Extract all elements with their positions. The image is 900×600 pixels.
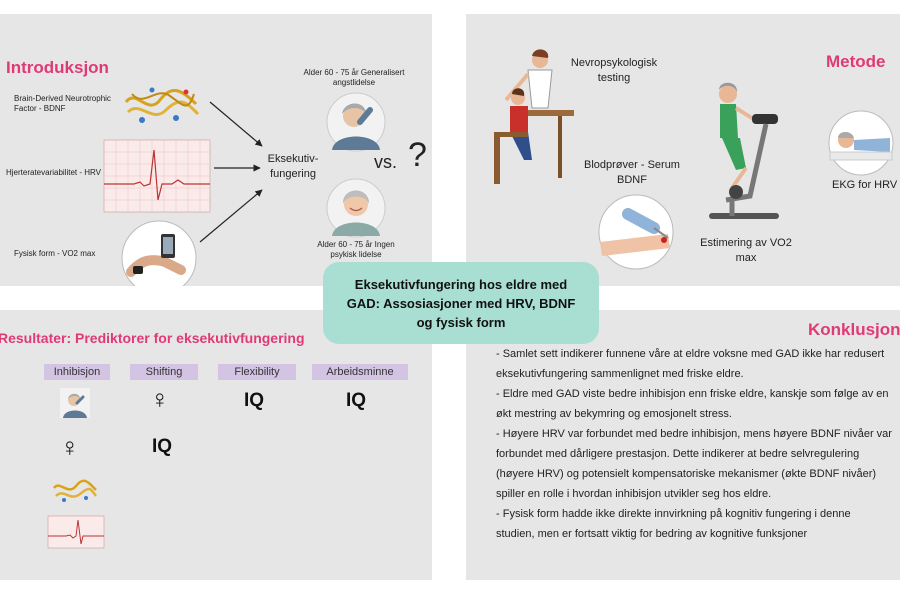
ekg-patient-icon	[828, 110, 894, 176]
working-memory-iq-text: IQ	[346, 390, 367, 411]
shifting-female-icon: ♀	[150, 384, 170, 414]
column-flexibility: Flexibility	[218, 364, 296, 380]
gad-group-label: Alder 60 - 75 år Generalisert angstlidel…	[303, 68, 405, 87]
vo2-estimate-label: Estimering av VO2 max	[700, 237, 792, 264]
introduction-panel: Introduksjon Brain-Derived Neurotrophic …	[0, 14, 432, 286]
conclusion-text: - Samlet sett indikerer funnene våre at …	[496, 344, 892, 544]
conclusion-panel: Konklusjon - Samlet sett indikerer funne…	[466, 310, 900, 580]
exec-function-label: Eksekutiv- fungering	[267, 153, 319, 180]
question-mark: ?	[408, 136, 427, 174]
column-working-memory: Arbeidsminne	[312, 364, 408, 380]
conclusion-title: Konklusjon	[808, 320, 900, 339]
female-icon: ♀	[60, 432, 80, 462]
column-shifting: Shifting	[130, 364, 198, 380]
bdnf-protein-icon	[124, 87, 200, 123]
results-title: Resultater: Prediktorer for eksekutivfun…	[0, 330, 305, 346]
flexibility-iq-text: IQ	[244, 390, 265, 411]
healthy-person-icon	[326, 178, 386, 238]
conclusion-bullet: - Samlet sett indikerer funnene våre at …	[496, 348, 885, 380]
neuropsych-testing-icon	[494, 49, 574, 184]
center-title: Eksekutivfungering hos eldre med GAD: As…	[346, 277, 576, 330]
column-inhibition: Inhibisjon	[44, 364, 110, 380]
exercise-bike-icon	[709, 82, 779, 219]
worried-person-icon	[326, 92, 386, 152]
conclusion-bullet: - Fysisk form hadde ikke direkte innvirk…	[496, 508, 851, 540]
intro-title: Introduksjon	[6, 58, 109, 77]
results-panel: Resultater: Prediktorer for eksekutivfun…	[0, 310, 432, 580]
worried-person-small-icon	[60, 388, 90, 418]
ekg-label: EKG for HRV	[832, 179, 898, 191]
ecg-small-icon	[47, 515, 105, 549]
conclusion-bullet: - Eldre med GAD viste bedre inhibisjon e…	[496, 388, 889, 420]
method-title: Metode	[826, 52, 886, 71]
center-title-box: Eksekutivfungering hos eldre med GAD: As…	[323, 262, 599, 344]
ecg-chart-icon	[103, 139, 211, 213]
hrv-label: Hjerteratevariabilitet - HRV	[6, 168, 101, 177]
shifting-iq-text: IQ	[152, 436, 173, 457]
blood-sample-label: Blodprøver - Serum BDNF	[584, 159, 680, 186]
neuro-testing-label: Nevropsykologisk testing	[570, 57, 658, 84]
method-panel: Metode Nevropsykologisk testing Blodprøv…	[466, 14, 900, 286]
fitness-watch-icon	[121, 220, 197, 286]
blood-sample-icon	[598, 194, 674, 270]
fitness-label: Fysisk form - VO2 max	[14, 249, 96, 258]
bdnf-label: Brain-Derived Neurotrophic Factor - BDNF	[14, 94, 111, 113]
conclusion-bullet: - Høyere HRV var forbundet med bedre inh…	[496, 428, 892, 500]
vs-text: vs.	[374, 152, 398, 172]
healthy-group-label: Alder 60 - 75 år Ingen psykisk lidelse	[317, 240, 395, 259]
arrows-to-exec	[199, 101, 263, 243]
bdnf-protein-small-icon	[53, 479, 98, 502]
